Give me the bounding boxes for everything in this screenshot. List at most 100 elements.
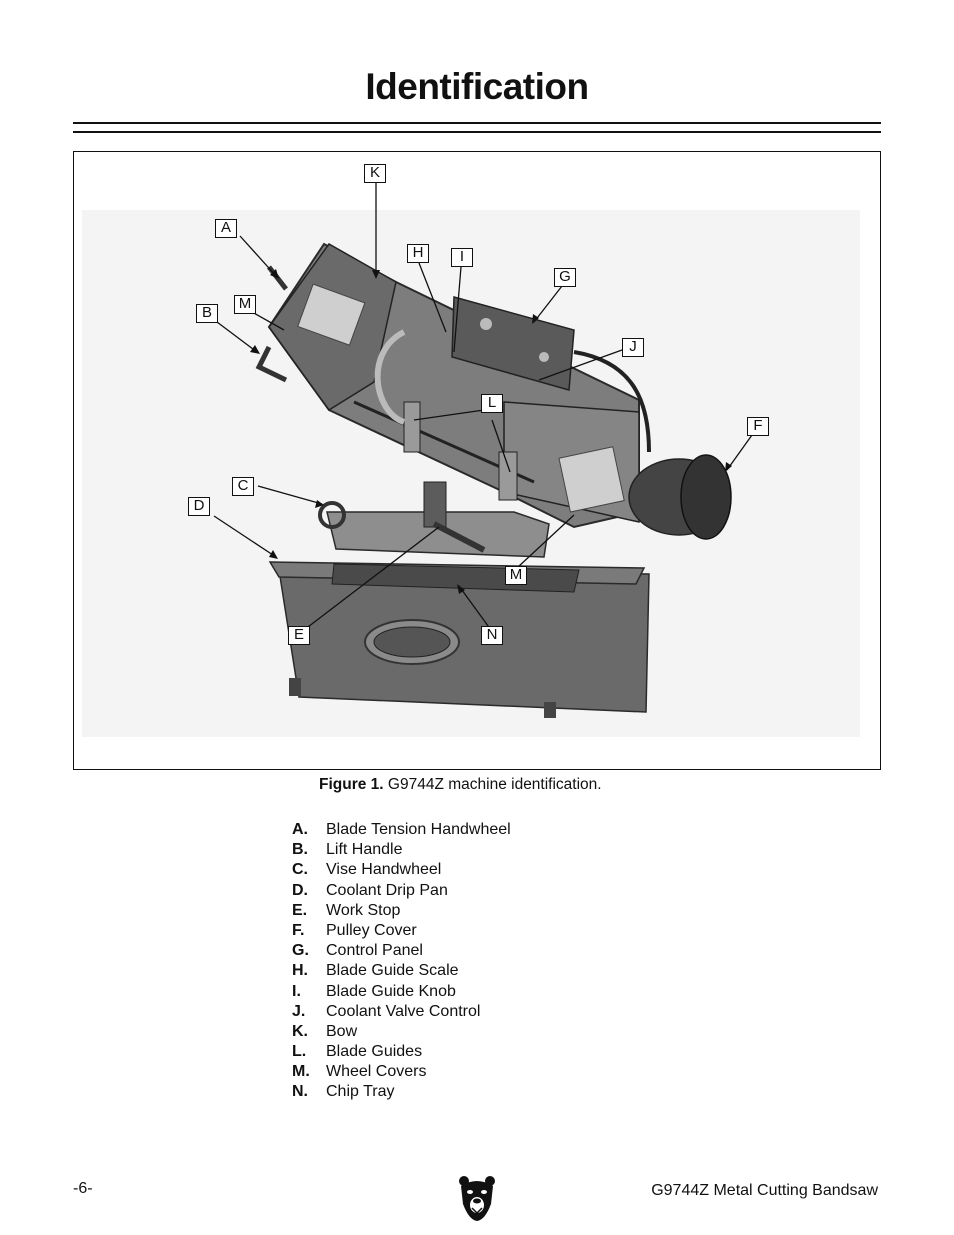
callout-d: D [188,497,210,516]
legend-label: Wheel Covers [326,1063,427,1081]
leader-m-bottom [517,514,575,568]
leader-f [726,434,753,471]
legend-label: Lift Handle [326,841,403,859]
legend-letter: M. [292,1063,310,1081]
vise-handwheel-shape [318,501,346,529]
legend-item: H. Blade Guide Scale [292,961,511,981]
control-panel-knob [539,352,549,362]
callout-a: A [215,219,237,238]
legend-item: C. Vise Handwheel [292,860,511,880]
legend-label: Control Panel [326,942,423,960]
legend-label: Pulley Cover [326,921,417,939]
coolant-hose [374,329,406,425]
legend-item: G. Control Panel [292,941,511,961]
leader-i [453,266,462,353]
callout-h: H [407,244,429,263]
leader-m-top [251,311,285,331]
control-panel-button [480,318,492,330]
legend-item: N. Chip Tray [292,1082,511,1102]
page-title: Identification [365,66,589,107]
leader-c [257,485,323,505]
grizzly-badge-inner [373,626,451,658]
blade-guide-left [403,401,421,453]
arrowhead-n [457,584,465,594]
leader-l-2 [491,419,511,473]
arrowhead-k [372,270,380,279]
callout-m-bottom: M [505,566,527,585]
page-number: -6- [73,1180,93,1197]
legend-label: Coolant Drip Pan [326,881,448,899]
lift-handle-shape [255,345,288,383]
leader-a [239,235,278,278]
callout-f: F [747,417,769,436]
legend-label: Coolant Valve Control [326,1002,481,1020]
cabinet-foot-right [544,702,556,718]
figure-caption-text: G9744Z machine identification. [387,776,602,793]
legend-item: M. Wheel Covers [292,1062,511,1082]
legend-letter: K. [292,1022,308,1040]
callout-m-top: M [234,295,256,314]
legend-label: Blade Guides [326,1043,423,1061]
footer-title: G9744Z Metal Cutting Bandsaw [651,1182,878,1199]
title-rule-bottom [73,131,881,133]
legend-item: I. Blade Guide Knob [292,982,511,1002]
legend-letter: L. [292,1043,307,1061]
grizzly-bear-icon [459,1176,495,1221]
leader-b [216,321,258,353]
work-stop-rod [432,521,486,553]
legend-label: Blade Guide Knob [326,982,456,1000]
callout-e: E [288,626,310,645]
legend-label: Chip Tray [326,1083,395,1101]
legend-label: Bow [326,1022,358,1040]
legend-letter: C. [292,861,308,879]
legend-letter: E. [292,901,308,919]
pulley-cover-shape [680,454,732,540]
vise-jaw [423,481,447,528]
bandsaw-illustration [213,181,753,718]
legend-label: Blade Tension Handwheel [326,821,511,838]
callout-c: C [232,477,254,496]
legend-item: D. Coolant Drip Pan [292,881,511,901]
callout-k: K [364,164,386,183]
legend-letter: I. [292,982,301,1000]
legend-item: L. Blade Guides [292,1042,511,1062]
legend-letter: H. [292,962,308,980]
arrowhead-d [269,550,278,559]
legend-letter: A. [292,821,308,838]
callout-b: B [196,304,218,323]
figure-caption: Figure 1. G9744Z machine identification. [319,776,602,794]
cabinet-foot-left [289,678,301,696]
figure-box: K A H I G B M J L F C D M E N [73,151,881,770]
legend-label: Vise Handwheel [326,861,442,879]
legend-label: Work Stop [326,901,401,919]
legend-letter: F. [292,921,305,939]
leader-h [418,262,447,333]
legend-label: Blade Guide Scale [326,962,459,980]
leader-l-1 [413,409,485,421]
arrowhead-f [725,462,732,472]
arrowhead-c [315,500,324,508]
callout-l: L [481,394,503,413]
legend-letter: D. [292,881,308,899]
legend-item: K. Bow [292,1022,511,1042]
legend-letter: B. [292,841,308,859]
label-plate-left [297,283,366,346]
legend-item: A. Blade Tension Handwheel [292,820,511,840]
legend-letter: J. [292,1002,306,1020]
legend-item: F. Pulley Cover [292,921,511,941]
legend-item: E. Work Stop [292,901,511,921]
label-plate-right [558,446,625,513]
legend-item: B. Lift Handle [292,840,511,860]
callout-j: J [622,338,644,357]
figure-caption-label: Figure 1. [319,776,384,793]
leader-n [458,585,492,631]
legend-letter: G. [292,942,309,960]
arrowhead-g [532,314,539,324]
blade-guide-right [498,451,518,501]
legend-letter: N. [292,1083,308,1101]
legend-item: J. Coolant Valve Control [292,1002,511,1022]
leader-g [533,285,563,323]
base-cabinet [278,569,650,713]
callout-g: G [554,268,576,287]
callout-n: N [481,626,503,645]
